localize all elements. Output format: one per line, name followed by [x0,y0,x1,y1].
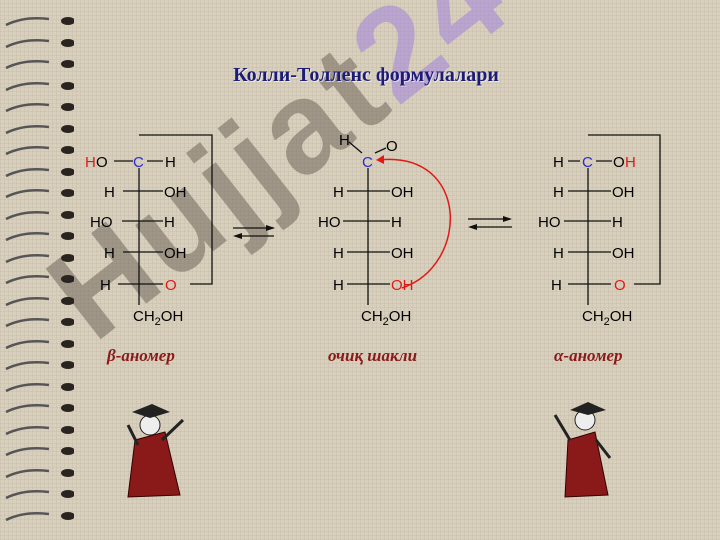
binding-ring [4,229,75,242]
caption-open-form: очиқ шакли [328,346,418,365]
alpha-r4-left: H [553,245,564,262]
alpha-r1-h-red: H [625,154,636,171]
beta-r1-right: H [165,154,176,171]
binding-ring [4,57,75,70]
binding-ring [4,100,75,113]
binding-ring [4,380,75,392]
binding-ring [4,122,75,134]
beta-r4-left: H [104,245,115,262]
alpha-r1-left: H [553,154,564,171]
beta-ring-oxygen: O [165,277,177,294]
beta-oh: OH [161,308,184,325]
alpha-r1-o: O [613,154,625,171]
open-carbon: C [362,154,373,171]
open-r5-oh: OH [391,277,414,294]
beta-r3-left: HO [90,214,113,231]
binding-ring [4,165,75,177]
alpha-sub: 2 [604,316,610,328]
binding-ring [4,487,75,500]
alpha-ch2oh: CH [582,308,604,325]
binding-ring [4,444,75,457]
beta-r4-right: OH [164,245,187,262]
open-oh: OH [389,308,412,325]
beta-sub: 2 [155,316,161,328]
alpha-r2-left: H [553,184,564,201]
open-r3-left: HO [318,214,341,231]
alpha-r3-left: HO [538,214,561,231]
binding-ring [4,401,75,414]
caption-alpha-anomer: α-аномер [554,346,623,365]
alpha-anomeric-carbon: C [582,154,593,171]
alpha-r4-right: OH [612,245,635,262]
alpha-ring-oxygen: O [614,277,626,294]
open-r2-left: H [333,184,344,201]
binding-ring [4,36,75,48]
binding-ring [4,294,75,306]
graduate-figure-left [126,404,185,498]
open-r4-left: H [333,245,344,262]
binding-ring [4,79,75,91]
svg-text:CH2OH: CH2OH [133,308,183,328]
open-r3-right: H [391,214,402,231]
binding-ring [4,14,75,27]
beta-r2-right: OH [164,184,187,201]
beta-ch2oh: CH [133,308,155,325]
open-aldehyde-o: O [386,138,398,155]
open-r5-left: H [333,277,344,294]
graduate-figure-right [553,402,612,498]
svg-text:CH2OH: CH2OH [361,308,411,328]
open-r4-right: OH [391,245,414,262]
caption-beta-anomer: β-аномер [107,346,175,365]
beta-r5-left: H [100,277,111,294]
open-aldehyde-h: H [339,132,350,149]
alpha-r3-right: H [612,214,623,231]
slide-title: Колли-Толленс формулалари [233,64,499,86]
alpha-oh: OH [610,308,633,325]
binding-ring [4,272,75,285]
binding-ring [4,509,75,521]
binding-ring [4,423,75,435]
beta-r3-right: H [164,214,175,231]
beta-r2-left: H [104,184,115,201]
open-r2-right: OH [391,184,414,201]
svg-text:CH2OH: CH2OH [582,308,632,328]
beta-r1-left-red: H [85,154,96,171]
beta-anomeric-carbon: C [133,154,144,171]
open-ch2oh: CH [361,308,383,325]
binding-ring [4,337,75,349]
alpha-r2-right: OH [612,184,635,201]
binding-ring [4,251,75,263]
alpha-r5-left: H [551,277,562,294]
open-sub: 2 [383,316,389,328]
beta-r1-left: O [96,154,108,171]
binding-ring [4,466,75,478]
binding-ring [4,186,75,199]
binding-ring [4,315,75,328]
binding-ring [4,143,75,156]
binding-ring [4,208,75,220]
binding-ring [4,358,75,371]
